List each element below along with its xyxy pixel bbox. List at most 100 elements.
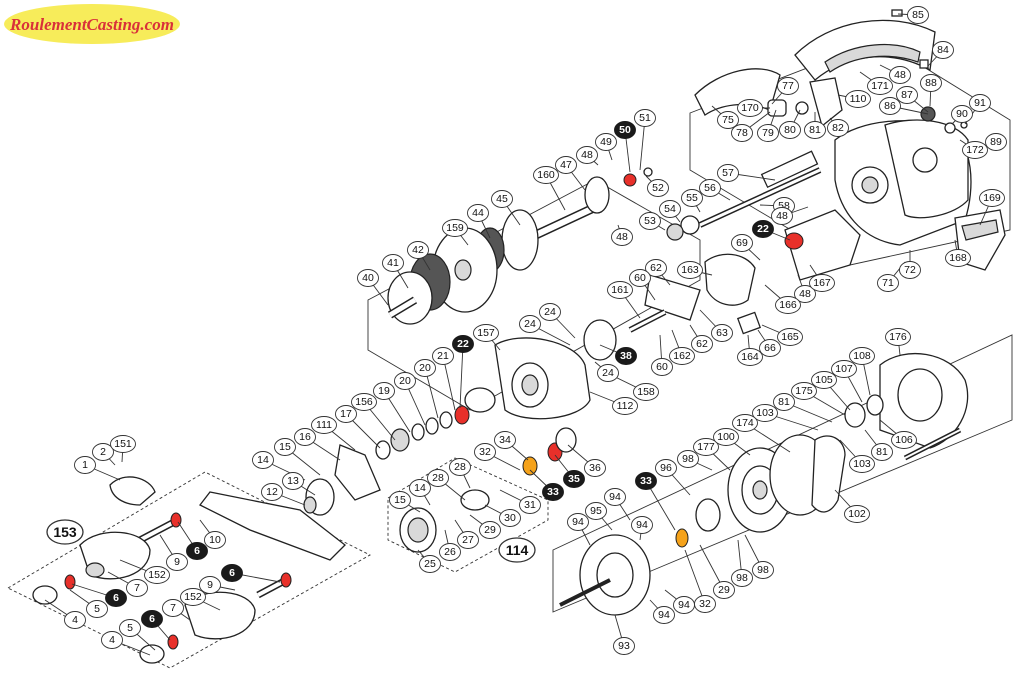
svg-text:175: 175: [795, 385, 813, 397]
part-callout-29: 29: [479, 521, 501, 539]
leader-line: [684, 549, 706, 605]
svg-text:24: 24: [524, 318, 536, 330]
svg-text:152: 152: [148, 569, 166, 581]
svg-text:156: 156: [355, 396, 373, 408]
svg-text:161: 161: [611, 284, 629, 296]
part-callout-106: 106: [891, 431, 917, 449]
part-callout-38: 38: [615, 347, 637, 365]
svg-text:54: 54: [664, 203, 676, 215]
svg-text:72: 72: [904, 264, 916, 276]
part-callout-176: 176: [885, 328, 911, 346]
svg-text:48: 48: [799, 288, 811, 300]
side-plate-part: [464, 319, 617, 420]
spool-group-outline: [552, 334, 1013, 613]
svg-text:174: 174: [736, 417, 754, 429]
part-callout-153: 153: [46, 519, 84, 545]
part-callout-62: 62: [691, 335, 713, 353]
svg-text:29: 29: [484, 524, 496, 536]
svg-text:81: 81: [778, 396, 790, 408]
part-callout-25: 25: [419, 555, 441, 573]
part-callout-159: 159: [442, 219, 468, 237]
svg-text:13: 13: [287, 475, 299, 487]
svg-text:32: 32: [699, 598, 711, 610]
svg-text:53: 53: [644, 215, 656, 227]
part-callout-71: 71: [877, 274, 899, 292]
svg-text:15: 15: [279, 441, 291, 453]
part-callout-157: 157: [473, 324, 499, 342]
svg-text:79: 79: [762, 127, 774, 139]
part-callout-82: 82: [827, 119, 849, 137]
svg-text:32: 32: [479, 446, 491, 458]
svg-text:42: 42: [412, 244, 424, 256]
svg-text:168: 168: [949, 252, 967, 264]
svg-text:95: 95: [590, 505, 602, 517]
svg-text:78: 78: [736, 127, 748, 139]
site-logo[interactable]: RoulementCasting.com: [4, 4, 180, 44]
part-callout-55: 55: [681, 189, 703, 207]
handle-group-outline: [7, 471, 371, 669]
part-callout-31: 31: [519, 496, 541, 514]
part-callout-53: 53: [639, 212, 661, 230]
part-callout-177: 177: [693, 438, 719, 456]
svg-text:81: 81: [876, 446, 888, 458]
part-callout-111: 111: [311, 416, 337, 434]
part-callout-54: 54: [659, 200, 681, 218]
part-callout-9: 9: [199, 576, 221, 594]
part-callout-5: 5: [119, 619, 141, 637]
part-callout-24: 24: [597, 364, 619, 382]
svg-text:21: 21: [437, 350, 449, 362]
svg-text:12: 12: [266, 486, 278, 498]
part-callout-160: 160: [533, 166, 559, 184]
main-gear-part: [387, 209, 539, 325]
part-callout-78: 78: [731, 124, 753, 142]
part-callout-152: 152: [180, 588, 206, 606]
part-callout-158: 158: [633, 383, 659, 401]
part-callout-2: 2: [92, 443, 114, 461]
svg-text:151: 151: [114, 438, 132, 450]
part-callout-62: 62: [645, 259, 667, 277]
part-callout-95: 95: [585, 502, 607, 520]
svg-text:171: 171: [871, 80, 889, 92]
svg-text:40: 40: [362, 272, 374, 284]
svg-text:22: 22: [457, 338, 469, 350]
svg-text:19: 19: [378, 385, 390, 397]
part-callout-94: 94: [604, 488, 626, 506]
part-callout-69: 69: [731, 234, 753, 252]
part-callout-21: 21: [432, 347, 454, 365]
svg-text:5: 5: [94, 603, 100, 615]
svg-text:60: 60: [634, 272, 646, 284]
part-callout-20: 20: [414, 359, 436, 377]
part-callout-17: 17: [335, 405, 357, 423]
svg-text:81: 81: [809, 124, 821, 136]
part-callout-20: 20: [394, 372, 416, 390]
part-callout-163: 163: [677, 261, 703, 279]
part-callout-167: 167: [809, 274, 835, 292]
part-callout-35: 35: [563, 470, 585, 488]
svg-text:6: 6: [194, 545, 200, 557]
part-callout-103: 103: [752, 404, 778, 422]
svg-text:102: 102: [848, 508, 866, 520]
svg-text:34: 34: [499, 434, 511, 446]
part-callout-56: 56: [699, 179, 721, 197]
svg-text:27: 27: [462, 534, 474, 546]
part-callout-48: 48: [771, 207, 793, 225]
part-callout-86: 86: [879, 97, 901, 115]
part-callout-161: 161: [607, 281, 633, 299]
svg-text:33: 33: [640, 475, 652, 487]
svg-text:163: 163: [681, 264, 699, 276]
svg-text:7: 7: [170, 602, 176, 614]
part-callout-49: 49: [595, 133, 617, 151]
svg-text:63: 63: [716, 327, 728, 339]
top-cover-part: [794, 19, 936, 81]
part-callout-90: 90: [951, 105, 973, 123]
svg-text:51: 51: [639, 112, 651, 124]
svg-text:44: 44: [472, 207, 484, 219]
part-callout-81: 81: [871, 443, 893, 461]
svg-text:57: 57: [722, 167, 734, 179]
part-callout-50: 50: [614, 121, 636, 139]
svg-text:56: 56: [704, 182, 716, 194]
part-callout-24: 24: [519, 315, 541, 333]
spool-side-plate-part: [844, 352, 969, 461]
svg-text:103: 103: [853, 458, 871, 470]
